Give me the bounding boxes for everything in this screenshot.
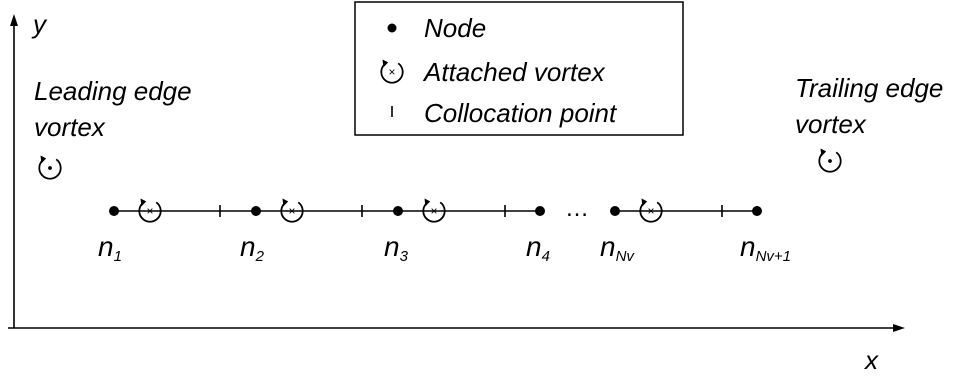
- node-label-nv-plus-1: nNv+1: [740, 231, 791, 265]
- legend-label-collocation-point: Collocation point: [424, 98, 618, 128]
- x-axis-arrowhead: [893, 324, 905, 332]
- legend-item-node: Node: [387, 13, 486, 43]
- trailing-edge-vortex-line2: vortex: [795, 109, 867, 139]
- legend: Node × Attached vortex Collocation point: [354, 1, 684, 136]
- node-labels: n1 n2 n3 n4 nNv nNv+1: [98, 231, 791, 265]
- legend-item-attached-vortex: × Attached vortex: [380, 57, 606, 87]
- nodes: [109, 206, 762, 216]
- node-1: [109, 206, 119, 216]
- node-3: [393, 206, 403, 216]
- attached-vortex-2-icon: ×: [280, 197, 304, 223]
- legend-label-node: Node: [424, 13, 486, 43]
- leading-edge-vortex-icon: [38, 154, 62, 180]
- leading-edge-vortex-line1: Leading edge: [34, 76, 192, 106]
- node-symbol-icon: [387, 23, 397, 33]
- node-label-3: n3: [384, 231, 409, 265]
- svg-text:×: ×: [146, 204, 153, 218]
- attached-vortex-nv-icon: ×: [639, 197, 663, 223]
- ellipsis: …: [565, 195, 589, 222]
- attached-vortex-symbol-icon: ×: [380, 58, 404, 84]
- node-label-2: n2: [240, 231, 265, 265]
- svg-text:×: ×: [430, 204, 437, 218]
- legend-item-collocation-point: Collocation point: [391, 98, 618, 128]
- legend-box: [354, 1, 684, 136]
- attached-vortices: × × × ×: [138, 197, 663, 223]
- trailing-edge-vortex-line1: Trailing edge: [795, 73, 943, 103]
- node-nv-plus-1: [752, 206, 762, 216]
- trailing-edge-vortex-icon: [818, 147, 842, 173]
- x-axis: [8, 324, 905, 332]
- y-axis-label: y: [31, 9, 48, 39]
- x-axis-label: x: [863, 345, 879, 375]
- node-label-4: n4: [526, 231, 550, 265]
- y-axis: [10, 14, 18, 328]
- attached-vortex-1-icon: ×: [138, 197, 162, 223]
- legend-label-attached-vortex: Attached vortex: [422, 57, 606, 87]
- node-4: [535, 206, 545, 216]
- leading-edge-vortex-line2: vortex: [34, 112, 106, 142]
- y-axis-arrowhead: [10, 14, 18, 26]
- attached-vortex-3-icon: ×: [422, 197, 446, 223]
- node-label-1: n1: [98, 231, 122, 265]
- svg-text:×: ×: [288, 204, 295, 218]
- node-2: [251, 206, 261, 216]
- collocation-points: [219, 205, 723, 217]
- svg-text:×: ×: [647, 204, 654, 218]
- node-nv: [610, 206, 620, 216]
- svg-text:×: ×: [388, 65, 395, 79]
- node-label-nv: nNv: [600, 231, 635, 265]
